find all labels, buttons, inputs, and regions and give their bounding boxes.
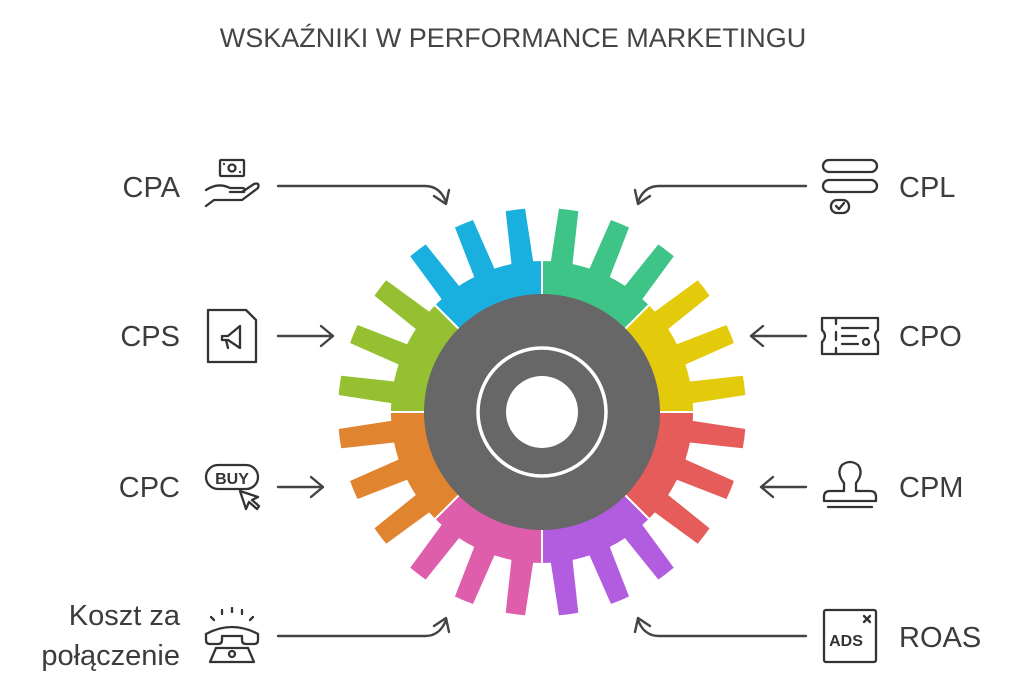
arrows: [276, 184, 808, 638]
labels: CPA CPL CPS CPO CPC CPM Koszt za połącze…: [41, 172, 981, 672]
money-hand-icon: [204, 158, 260, 208]
buy-text: BUY: [215, 471, 249, 488]
arrow-cpo: [749, 324, 808, 348]
label-cpa: CPA: [123, 172, 181, 204]
stamp-icon: [822, 460, 878, 509]
arrow-cpl: [633, 184, 808, 206]
buy-click-icon: BUY: [204, 463, 261, 511]
label-cpl: CPL: [899, 172, 955, 204]
label-roas: ROAS: [899, 622, 981, 654]
phone-call-icon: [204, 606, 260, 664]
form-list-icon: [821, 158, 879, 215]
label-cpm: CPM: [899, 472, 963, 504]
arrow-cpc: [276, 475, 325, 499]
hub-ring: [476, 346, 608, 478]
label-cpo: CPO: [899, 321, 962, 353]
ads-window-icon: ADS: [822, 608, 878, 664]
ticket-icon: [820, 316, 880, 356]
label-cpc: CPC: [119, 472, 180, 504]
arrow-cpa: [276, 184, 451, 206]
ads-text: ADS: [829, 633, 863, 650]
arrow-koszt: [276, 616, 451, 638]
arrow-cps: [276, 324, 335, 348]
megaphone-document-icon: [206, 308, 258, 364]
label-koszt-line1: Koszt za: [69, 600, 181, 632]
label-cps: CPS: [120, 321, 180, 353]
page-title: WSKAŹNIKI W PERFORMANCE MARKETINGU: [220, 23, 807, 53]
label-koszt-line2: połączenie: [41, 640, 180, 672]
arrow-cpm: [759, 475, 808, 499]
arrow-roas: [633, 616, 808, 638]
hub-hole: [506, 376, 578, 448]
